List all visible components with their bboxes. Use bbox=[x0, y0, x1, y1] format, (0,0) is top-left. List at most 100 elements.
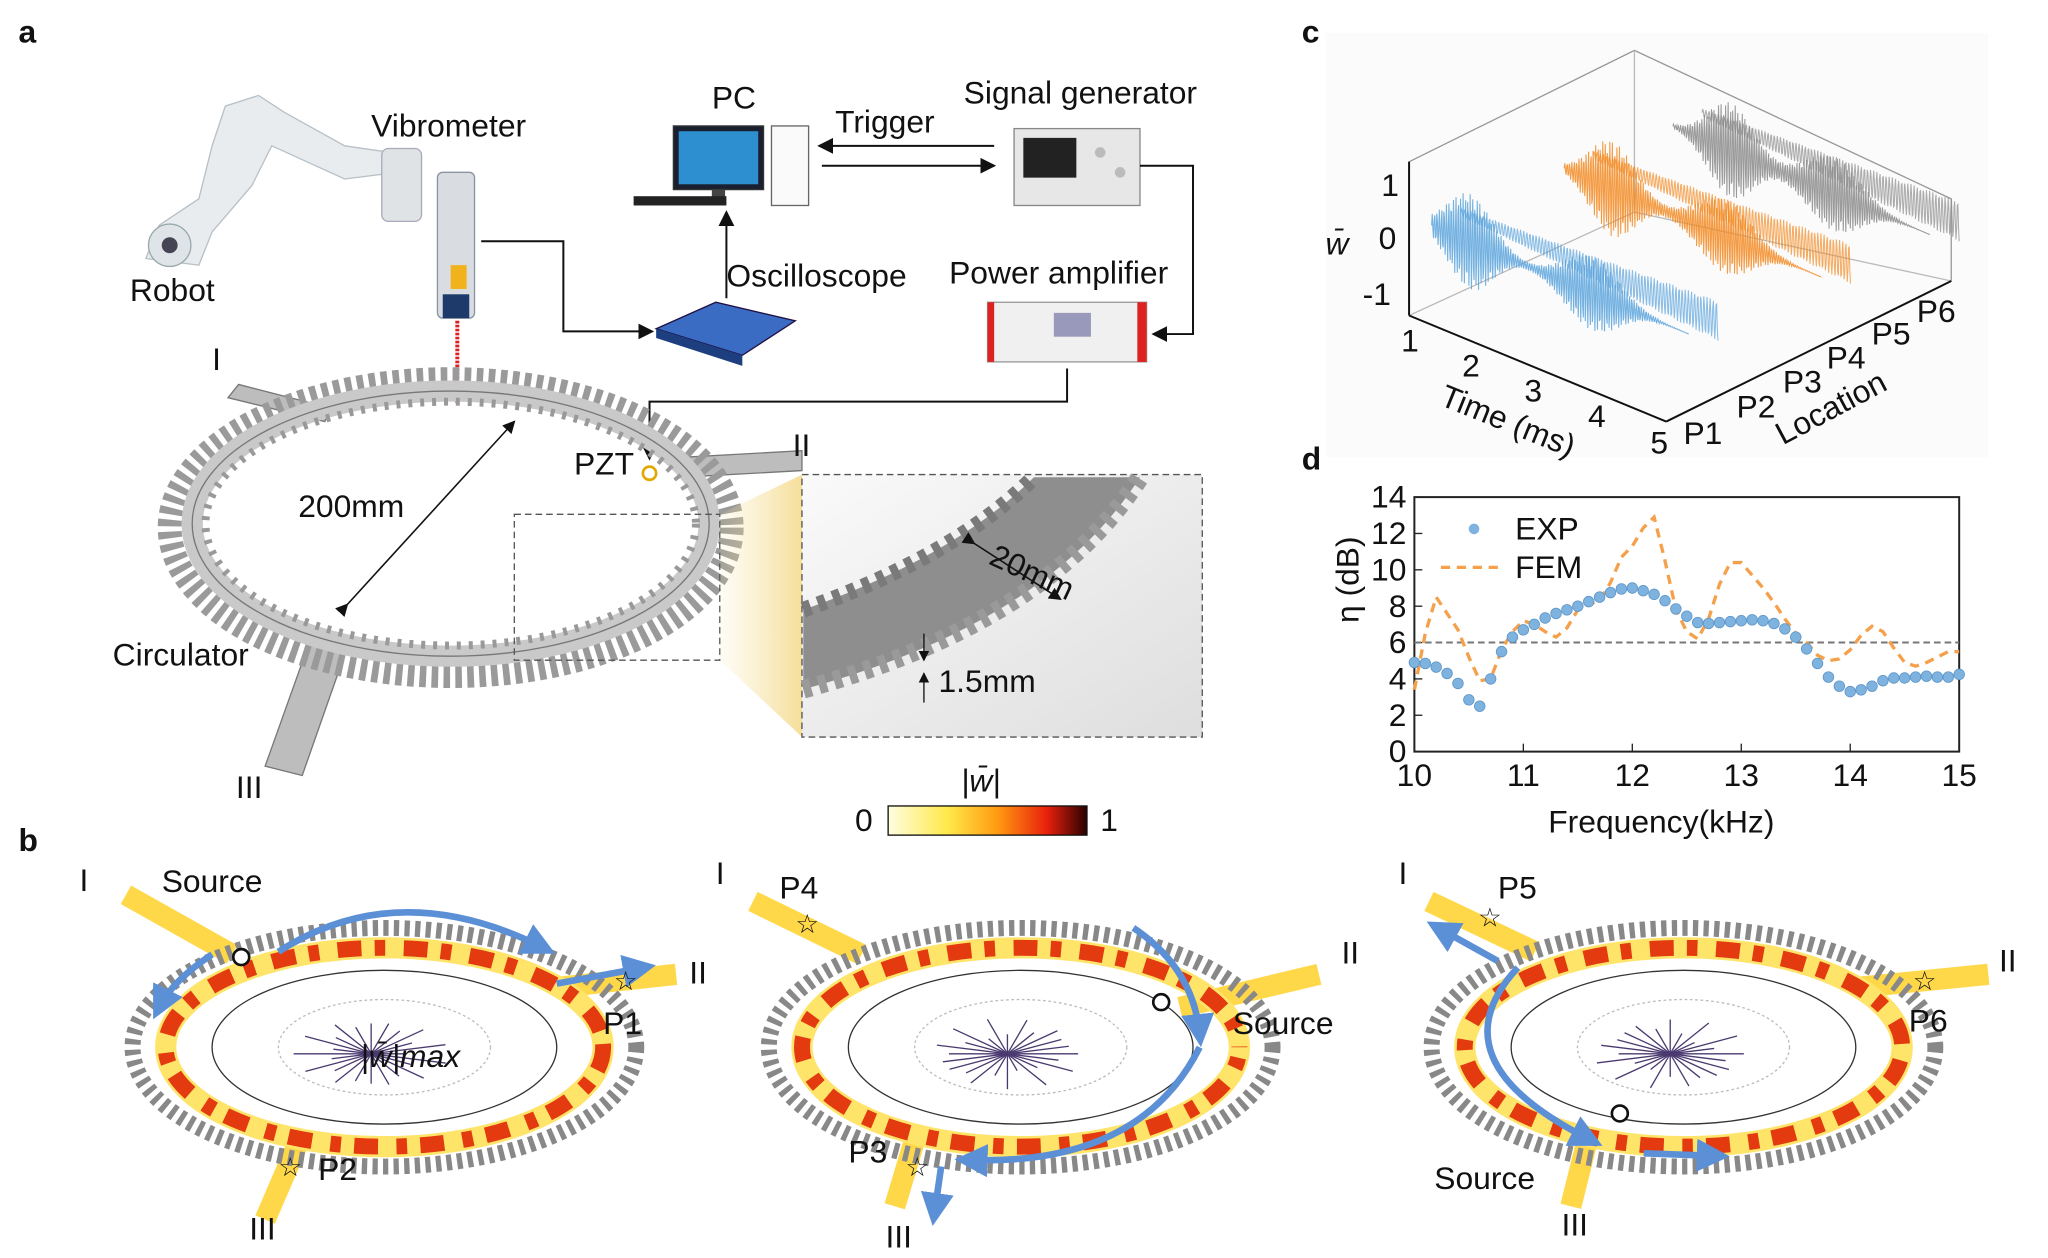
exp-data-point bbox=[1441, 667, 1453, 680]
colorbar-min: 0 bbox=[855, 802, 873, 838]
polar-lobe bbox=[1601, 1044, 1671, 1055]
robot-label: Robot bbox=[130, 272, 215, 308]
port-label-III: III bbox=[885, 1218, 912, 1254]
robot-arm bbox=[144, 94, 423, 268]
exp-data-point bbox=[1768, 617, 1780, 630]
polar-lobe bbox=[1007, 1053, 1073, 1072]
colorbar-max: 1 bbox=[1100, 802, 1118, 838]
polar-lobe bbox=[1669, 1033, 1683, 1055]
ring-teeth bbox=[760, 919, 1281, 1175]
polar-lobe bbox=[1007, 1053, 1047, 1086]
y-tick-label: 12 bbox=[1371, 515, 1406, 551]
probe-star-icon: ☆ bbox=[795, 909, 819, 939]
waveform-3d-plot bbox=[1325, 33, 1989, 458]
wave-direction-arrow bbox=[1426, 921, 1500, 964]
exp-data-point bbox=[1561, 604, 1573, 616]
polar-lobe bbox=[965, 1042, 1008, 1055]
probe-star-icon: ☆ bbox=[1478, 903, 1502, 933]
exp-data-point bbox=[1779, 623, 1791, 635]
probe-label: P6 bbox=[1909, 1002, 1948, 1038]
probe-label: P5 bbox=[1498, 870, 1537, 906]
polar-lobe bbox=[370, 1030, 401, 1055]
exp-data-point bbox=[1866, 680, 1878, 692]
location-tick: P1 bbox=[1683, 415, 1722, 451]
time-tick: 4 bbox=[1588, 398, 1606, 434]
x-tick-label: 13 bbox=[1724, 757, 1759, 793]
polar-lobe bbox=[988, 1038, 1008, 1055]
polar-lobe bbox=[370, 1053, 411, 1065]
port-label-I: I bbox=[716, 855, 725, 891]
waveform-trace-reference bbox=[1701, 108, 1960, 242]
wave-direction-arrow bbox=[1643, 1138, 1730, 1172]
polar-lobe bbox=[1634, 1053, 1671, 1064]
exp-data-point bbox=[1648, 588, 1660, 601]
probe-star-icon: ☆ bbox=[1913, 966, 1937, 996]
waveguide-port-arm bbox=[884, 1136, 925, 1210]
time-tick: 3 bbox=[1524, 373, 1542, 409]
polar-lobe bbox=[370, 1053, 400, 1077]
vibrometer-to-oscilloscope-arrow bbox=[481, 240, 655, 340]
source-marker bbox=[1151, 992, 1171, 1012]
wave-direction-arrow bbox=[276, 909, 556, 955]
time-tick: 2 bbox=[1462, 347, 1480, 383]
wave-direction-arrow bbox=[153, 951, 214, 1020]
polar-lobe bbox=[942, 1053, 1008, 1063]
waveguide-port-arm bbox=[1854, 963, 1990, 999]
polar-lobe bbox=[1670, 1053, 1726, 1062]
legend-fem: FEM bbox=[1515, 549, 1582, 585]
time-tick: 5 bbox=[1650, 424, 1668, 460]
exp-data-point bbox=[1419, 657, 1431, 670]
colorbar: |w̄| 0 1 bbox=[855, 762, 1118, 838]
signal-generator-device bbox=[1013, 127, 1141, 207]
polar-lobe bbox=[1007, 1045, 1069, 1055]
exp-data-point bbox=[1833, 680, 1846, 692]
polar-lobe bbox=[1007, 1053, 1059, 1061]
exp-data-point bbox=[1735, 615, 1747, 627]
plot-area bbox=[1413, 496, 1961, 753]
y-tick-label: 14 bbox=[1371, 479, 1406, 515]
diameter-arrow bbox=[335, 420, 516, 617]
exp-data-point bbox=[1463, 694, 1475, 706]
polar-grid bbox=[1576, 998, 1791, 1096]
waveguide-port-arm bbox=[1424, 891, 1540, 962]
location-tick: P6 bbox=[1917, 293, 1956, 329]
source-marker bbox=[231, 947, 251, 967]
waveform-trace bbox=[1431, 193, 1689, 335]
wave-direction-arrow bbox=[1484, 965, 1603, 1146]
y-tick-label: 4 bbox=[1389, 661, 1407, 697]
polar-lobe bbox=[936, 1044, 1008, 1055]
exp-data-point bbox=[1506, 631, 1519, 643]
polar-lobe bbox=[1669, 1053, 1701, 1079]
exp-data-point bbox=[1713, 616, 1726, 629]
polar-lobe bbox=[370, 1029, 424, 1055]
z-tick: 0 bbox=[1379, 220, 1397, 256]
polar-lobe bbox=[986, 1018, 1009, 1055]
waveform-trace bbox=[1563, 141, 1822, 278]
polar-lobe bbox=[1006, 1053, 1018, 1071]
diameter-label: 200mm bbox=[298, 488, 404, 524]
source-label: Source bbox=[162, 863, 263, 899]
amplifier-to-pzt-arrow bbox=[641, 368, 1069, 461]
polar-lobe bbox=[334, 1053, 372, 1072]
location-tick: P5 bbox=[1872, 316, 1911, 352]
width-arrow bbox=[961, 532, 1062, 601]
exp-data-point bbox=[1920, 670, 1933, 682]
panel-label-b: b bbox=[19, 822, 38, 858]
exp-data-point bbox=[1757, 615, 1769, 627]
exp-data-point bbox=[1637, 585, 1649, 597]
circulator-ring bbox=[157, 367, 803, 777]
exp-data-point bbox=[1909, 671, 1922, 683]
wave-direction-arrow bbox=[1131, 925, 1215, 1048]
polar-lobe bbox=[1649, 1053, 1671, 1089]
source-marker bbox=[1610, 1104, 1630, 1123]
exp-data-point bbox=[1604, 586, 1617, 599]
colorbar-title: |w̄| bbox=[961, 762, 1000, 798]
vibrometer-device bbox=[436, 171, 476, 319]
exp-data-point bbox=[1517, 624, 1530, 636]
polar-lobe bbox=[1007, 1038, 1062, 1055]
port-label-I: I bbox=[1398, 855, 1407, 891]
